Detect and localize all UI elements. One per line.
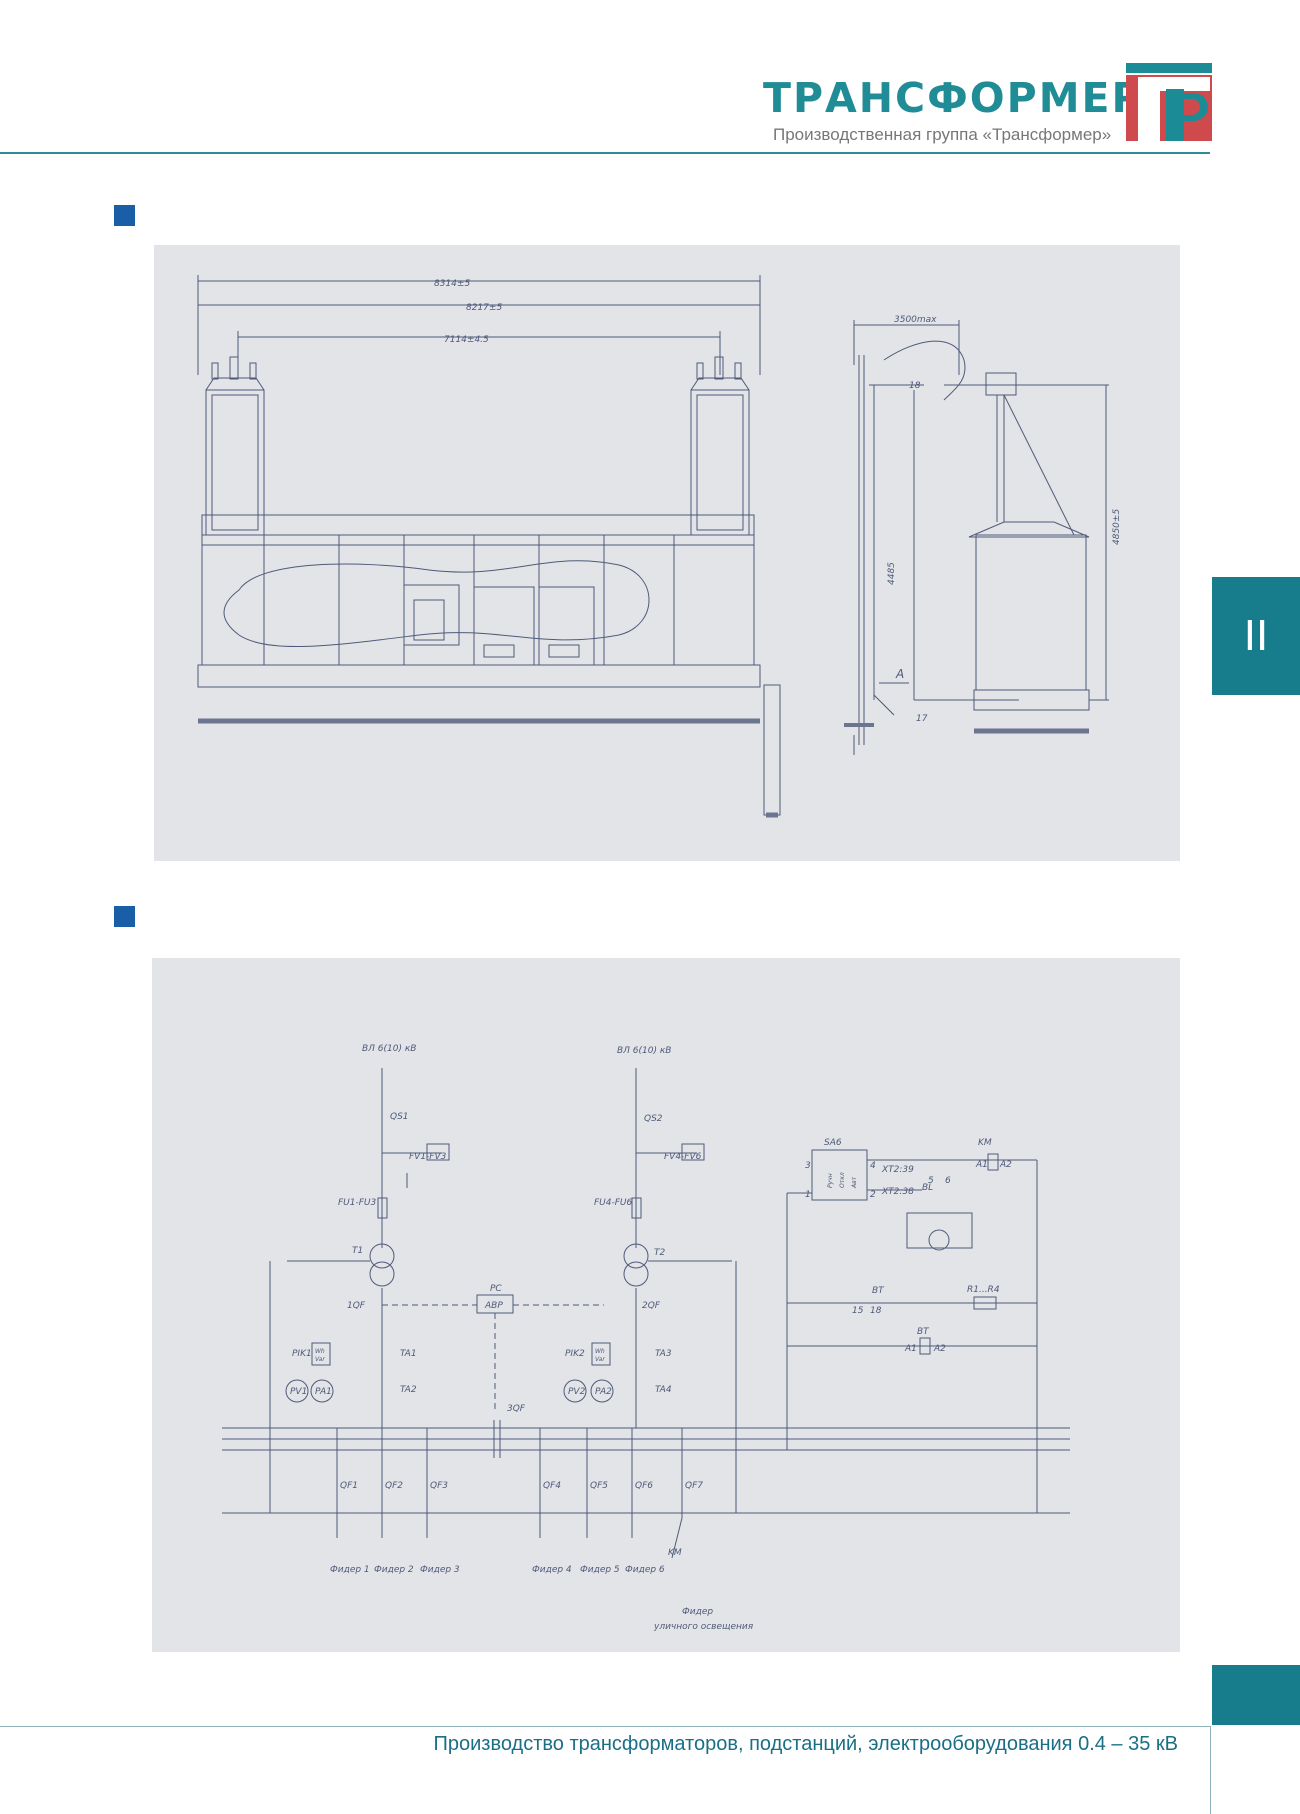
n18-label: 18 [870,1306,882,1316]
bt-label: BT [872,1286,885,1296]
n15-label: 15 [852,1306,864,1316]
section-tab[interactable]: II [1212,577,1300,695]
pa1-label: PA1 [315,1387,332,1397]
a2-label: A2 [999,1160,1012,1170]
dim-height-right-label: 4850±5 [1112,509,1122,545]
breaker-label: QF2 [385,1481,403,1491]
dim-center-label: 7114±4.5 [444,335,489,345]
pa2-label: PA2 [595,1387,612,1397]
pv2-label: PV2 [568,1387,586,1397]
xt39-label: XT2:39 [881,1165,914,1175]
electrical-schematic: ВЛ 6(10) кВ ВЛ 6(10) кВ QS1 QS2 FV1-FV3 … [222,1044,1070,1632]
qs2-label: QS2 [644,1114,663,1124]
a2-bt-label: A2 [933,1344,946,1354]
fv2-label: FV4-FV6 [664,1152,702,1162]
feeder-label: Фидер 3 [420,1565,460,1575]
feeder-label: Фидер 6 [625,1565,665,1575]
qs1-label: QS1 [390,1112,409,1122]
q1-label: 1QF [347,1301,366,1311]
n2-label: 2 [870,1190,876,1200]
breaker-label: QF6 [635,1481,653,1491]
ta1-label: TA1 [400,1349,417,1359]
n4-label: 4 [870,1161,876,1171]
drawing-panel: 8314±5 8217±5 7114±4.5 3500max 18 4485 4… [154,245,1180,861]
fu1-label: FU1-FU3 [338,1198,377,1208]
breaker-label: QF3 [430,1481,448,1491]
ta3-label: TA3 [655,1349,672,1359]
view-a-label: A [895,667,904,681]
street-feeder-label: Фидер [682,1607,713,1617]
footer-vertical-divider [1210,1726,1211,1814]
bl-label: BL [922,1183,933,1193]
pik2-label: PIK2 [565,1349,585,1359]
n3-label: 3 [805,1161,811,1171]
fv1-label: FV1-FV3 [409,1152,447,1162]
street-feeder-label-2: уличного освещения [653,1622,754,1632]
r1r4-label: R1...R4 [967,1285,1000,1295]
logo-title: ТРАНСФОРМЕР [763,74,1144,122]
footer-divider [0,1726,1210,1727]
avr-label: АВР [484,1301,503,1311]
t2-label: T2 [654,1248,665,1258]
breaker-label: QF5 [590,1481,608,1491]
a1-label: A1 [975,1160,988,1170]
schematic-panel: ВЛ 6(10) кВ ВЛ 6(10) кВ QS1 QS2 FV1-FV3 … [152,958,1180,1652]
var2-label: Var [595,1356,605,1363]
section-tab-bottom [1212,1665,1300,1725]
fu2-label: FU4-FU6 [594,1198,633,1208]
pv1-label: PV1 [290,1387,307,1397]
logo-subtitle: Производственная группа «Трансформер» [773,125,1112,144]
n1-label: 1 [805,1190,811,1200]
rc-label: РС [490,1284,502,1294]
n5-label: 5 [928,1176,934,1186]
sa6-label: SA6 [824,1138,842,1148]
footer-text: Производство трансформаторов, подстанций… [433,1733,1178,1755]
feeder-label: Фидер 2 [374,1565,414,1575]
section-marker [114,205,135,226]
wh2-label: Wh [595,1348,605,1355]
feeder-label: Фидер 4 [532,1565,572,1575]
substation-drawing: 8314±5 8217±5 7114±4.5 3500max 18 4485 4… [197,275,1122,818]
line1-label: ВЛ 6(10) кВ [362,1044,416,1054]
dim-18-label: 18 [909,381,921,391]
breaker-label: QF4 [543,1481,561,1491]
header-divider [0,152,1210,154]
company-logo-icon [1126,63,1212,141]
sa6-avt: Авт [851,1176,858,1189]
dim-inner-label: 8217±5 [466,303,502,313]
xt38-label: XT2:38 [881,1187,914,1197]
ta4-label: TA4 [655,1385,672,1395]
pik1-label: PIK1 [292,1349,312,1359]
wh1-label: Wh [315,1348,325,1355]
sa6-ruch: Ручн [827,1173,834,1188]
dim-height-left-label: 4485 [887,562,897,585]
breaker-label: QF7 [685,1481,703,1491]
dim-17-label: 17 [916,714,928,724]
section-marker [114,906,135,927]
q2-label: 2QF [642,1301,661,1311]
feeder-label: Фидер 5 [580,1565,620,1575]
dim-total-label: 8314±5 [434,279,470,289]
q3-label: 3QF [507,1404,526,1414]
km-label: KM [668,1548,682,1558]
var1-label: Var [315,1356,325,1363]
dim-side-top-label: 3500max [894,315,937,325]
feeder-label: Фидер 1 [330,1565,370,1575]
n6-label: 6 [945,1176,951,1186]
bt2-label: BT [917,1327,930,1337]
a1-bt-label: A1 [904,1344,917,1354]
ta2-label: TA2 [400,1385,417,1395]
km-ctrl-label: KM [978,1138,992,1148]
sa6-otkl: Откл [839,1172,846,1188]
line2-label: ВЛ 6(10) кВ [617,1046,671,1056]
t1-label: T1 [352,1246,363,1256]
breaker-label: QF1 [340,1481,358,1491]
